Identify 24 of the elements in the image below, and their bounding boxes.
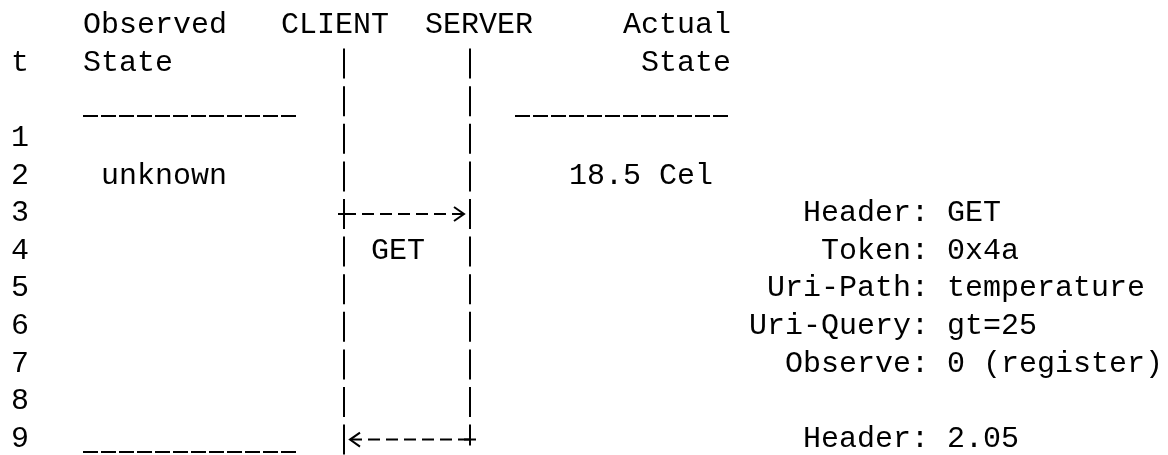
arrow <box>349 431 477 448</box>
row-number: 2 <box>11 157 29 195</box>
row-number: 7 <box>11 345 29 383</box>
option-text: Uri-Query: gt=25 <box>749 308 1038 345</box>
option-text: Header: 2.05 <box>803 420 1020 455</box>
row-number: 3 <box>11 195 29 233</box>
row-number: 8 <box>11 383 29 421</box>
row-number: 6 <box>11 308 29 345</box>
participant-heading: CLIENT <box>281 7 390 45</box>
row-number: 4 <box>11 232 29 270</box>
state-value: 18.5 Cel <box>569 157 714 195</box>
column-heading: Observed State <box>83 7 229 82</box>
arrow <box>337 206 465 222</box>
option-text: Header: GET <box>803 195 1002 233</box>
row-number: 5 <box>11 270 29 308</box>
option-text: Uri-Path: temperature <box>767 270 1146 308</box>
column-heading: Actual State <box>621 7 731 82</box>
option-text: Token: 0x4a <box>821 232 1020 270</box>
option-text: Observe: 0 (register) <box>785 345 1164 383</box>
row-number: 1 <box>11 120 29 157</box>
row-number: 9 <box>11 420 29 455</box>
state-value: unknown <box>101 157 228 195</box>
participant-heading: SERVER <box>425 7 534 45</box>
time-axis-heading: t <box>11 44 29 82</box>
